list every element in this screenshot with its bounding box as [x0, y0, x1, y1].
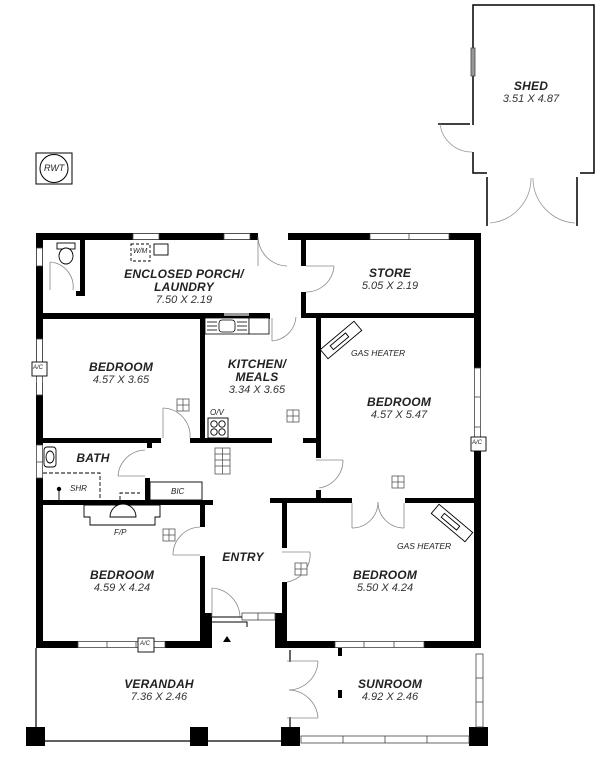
room-name: SHED [513, 79, 549, 93]
entry-arrow-icon [223, 636, 231, 642]
shed-outline [438, 4, 595, 226]
ac-label-3: A/C [140, 641, 151, 647]
room-name: SUNROOM [357, 677, 423, 691]
room-name: VERANDAH [124, 677, 194, 691]
ceiling-vents [162, 398, 405, 576]
room-label-bedroom-3: BEDROOM 4.59 X 4.24 [89, 568, 155, 595]
gas-heater-icon [319, 320, 363, 360]
windows [36, 233, 484, 744]
oven-label: O/V [210, 408, 224, 417]
room-label-shed: SHED 3.51 X 4.87 [502, 79, 560, 106]
room-name-line2: MEALS [235, 370, 279, 385]
room-dimensions: 5.05 X 2.19 [361, 280, 419, 293]
room-dimensions: 4.59 X 4.24 [93, 582, 151, 595]
room-dimensions: 7.36 X 2.46 [130, 691, 188, 704]
room-dimensions: 5.50 X 4.24 [356, 582, 414, 595]
laundry-tub-icon [153, 243, 169, 256]
room-dimensions: 4.92 X 2.46 [361, 691, 419, 704]
room-dimensions: 4.57 X 5.47 [370, 409, 428, 422]
room-dimensions: 3.51 X 4.87 [502, 93, 560, 106]
bath-toilet-icon [43, 446, 57, 468]
room-label-store: STORE 5.05 X 2.19 [361, 266, 419, 293]
room-name: BEDROOM [89, 568, 155, 582]
room-dimensions: 7.50 X 2.19 [155, 294, 213, 307]
room-label-bedroom-1: BEDROOM 4.57 X 3.65 [88, 360, 154, 387]
door-leaves [210, 616, 248, 627]
room-dimensions: 3.34 X 3.65 [228, 384, 286, 397]
room-name: BEDROOM [352, 568, 418, 582]
kitchen-sill [224, 313, 249, 316]
kitchen-sink-icon [204, 317, 270, 335]
room-label-enclosed-porch-laundry: ENCLOSED PORCH/ LAUNDRY 7.50 X 2.19 [124, 267, 244, 307]
oven-cooktop-icon [207, 417, 229, 439]
room-name-line2: LAUNDRY [154, 280, 214, 295]
room-label-bedroom-2: BEDROOM 4.57 X 5.47 [366, 395, 432, 422]
gas-heater-label-1: GAS HEATER [351, 348, 406, 358]
verandah-posts [26, 727, 488, 746]
shower-label: SHR [70, 484, 87, 493]
shed-door-arcs [439, 123, 576, 224]
ac-label-1: A/C [33, 365, 44, 371]
room-label-verandah: VERANDAH 7.36 X 2.46 [124, 677, 194, 704]
room-label-bath: BATH [76, 451, 110, 465]
room-label-sunroom: SUNROOM 4.92 X 2.46 [357, 677, 423, 704]
washing-machine-icon [130, 243, 151, 262]
built-in-cupboard [149, 481, 203, 501]
gas-heater-icon [430, 503, 474, 543]
gas-heater-label-2: GAS HEATER [397, 541, 452, 551]
shower-outline [43, 472, 140, 500]
rwt-label: RWT [44, 163, 65, 173]
room-name: BATH [76, 451, 110, 465]
room-name: BEDROOM [88, 360, 154, 374]
verandah-outline [35, 648, 291, 742]
ac-unit-icon [31, 361, 487, 653]
room-label-bedroom-4: BEDROOM 5.50 X 4.24 [352, 568, 418, 595]
bic-label: BIC [171, 487, 185, 496]
room-name: STORE [368, 266, 412, 280]
room-name: BEDROOM [366, 395, 432, 409]
rainwater-tank-icon [35, 152, 73, 185]
ac-label-2: A/C [472, 440, 483, 446]
room-name: ENTRY [222, 550, 264, 564]
interior-walls [43, 240, 481, 698]
room-dimensions: 4.57 X 3.65 [92, 374, 150, 387]
shed-window [470, 47, 476, 77]
fireplace-label: F/P [114, 528, 127, 537]
room-label-entry: ENTRY [222, 550, 264, 564]
room-name: KITCHEN/ [227, 357, 287, 371]
washing-machine-label: W/M [133, 248, 148, 255]
toilet-icon [56, 242, 76, 265]
fireplace-icon [83, 503, 161, 526]
room-name: ENCLOSED PORCH/ [124, 267, 244, 281]
room-label-kitchen-meals: KITCHEN/ MEALS 3.34 X 3.65 [227, 357, 287, 397]
